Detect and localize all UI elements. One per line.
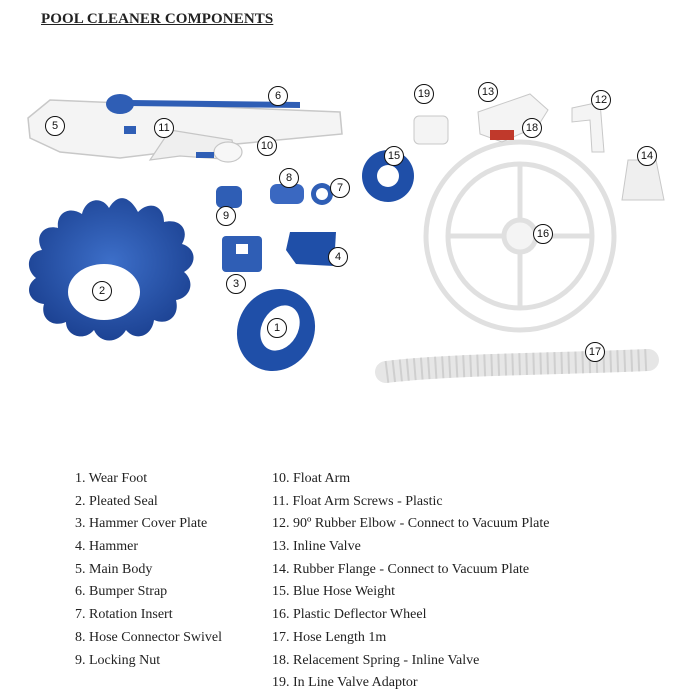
- legend-item-13: 13. Inline Valve: [272, 539, 361, 555]
- callout-4: 4: [328, 247, 348, 267]
- components-illustration: 1 2 3 4 5 6 7 8 9 10 11 12 13 14 15 16 1…: [0, 60, 676, 460]
- legend-item-19: 19. In Line Valve Adaptor: [272, 675, 418, 691]
- legend-item-7: 7. Rotation Insert: [75, 607, 173, 623]
- deflector-wheel-drawing: [423, 139, 617, 333]
- legend-column-2: 10. Float Arm 11. Float Arm Screws - Pla…: [272, 468, 549, 695]
- legend-item-4: 4. Hammer: [75, 539, 138, 555]
- hose-drawing: [375, 349, 659, 383]
- callout-18: 18: [522, 118, 542, 138]
- callout-16: 16: [533, 224, 553, 244]
- legend-item-15: 15. Blue Hose Weight: [272, 584, 396, 600]
- pleated-seal-drawing: [28, 198, 194, 341]
- legend-item-5: 5. Main Body: [75, 561, 153, 577]
- valve-parts-drawing: [413, 93, 665, 201]
- callout-8: 8: [279, 168, 299, 188]
- callout-7: 7: [330, 178, 350, 198]
- callout-3: 3: [226, 274, 246, 294]
- callout-17: 17: [585, 342, 605, 362]
- callout-14: 14: [637, 146, 657, 166]
- callout-5: 5: [45, 116, 65, 136]
- legend-item-9: 9. Locking Nut: [75, 652, 161, 668]
- legend-item-8: 8. Hose Connector Swivel: [75, 629, 222, 645]
- callout-19: 19: [414, 84, 434, 104]
- legend-item-1: 1. Wear Foot: [75, 471, 148, 486]
- legend-item-16: 16. Plastic Deflector Wheel: [272, 607, 427, 623]
- legend-item-11: 11. Float Arm Screws - Plastic: [272, 493, 443, 509]
- callout-1: 1: [267, 318, 287, 338]
- legend-item-6: 6. Bumper Strap: [75, 584, 168, 600]
- legend-item-2: 2. Pleated Seal: [75, 493, 158, 509]
- callout-11: 11: [154, 118, 174, 138]
- callout-2: 2: [92, 281, 112, 301]
- legend-column-1: 1. Wear Foot 2. Pleated Seal 3. Hammer C…: [75, 468, 222, 672]
- page-title: POOL CLEANER COMPONENTS: [41, 11, 274, 27]
- legend-item-18: 18. Relacement Spring - Inline Valve: [272, 652, 480, 668]
- callout-9: 9: [216, 206, 236, 226]
- callout-10: 10: [257, 136, 277, 156]
- legend-item-14: 14. Rubber Flange - Connect to Vacuum Pl…: [272, 561, 530, 577]
- main-body-assembly: [27, 94, 343, 163]
- legend-item-3: 3. Hammer Cover Plate: [75, 516, 208, 532]
- legend-item-10: 10. Float Arm: [272, 471, 351, 486]
- small-blue-parts: [216, 183, 336, 272]
- callout-12: 12: [591, 90, 611, 110]
- callout-6: 6: [268, 86, 288, 106]
- callout-13: 13: [478, 82, 498, 102]
- legend-item-17: 17. Hose Length 1m: [272, 629, 387, 645]
- callout-15: 15: [384, 146, 404, 166]
- legend-item-12: 12. 90º Rubber Elbow - Connect to Vacuum…: [272, 516, 550, 532]
